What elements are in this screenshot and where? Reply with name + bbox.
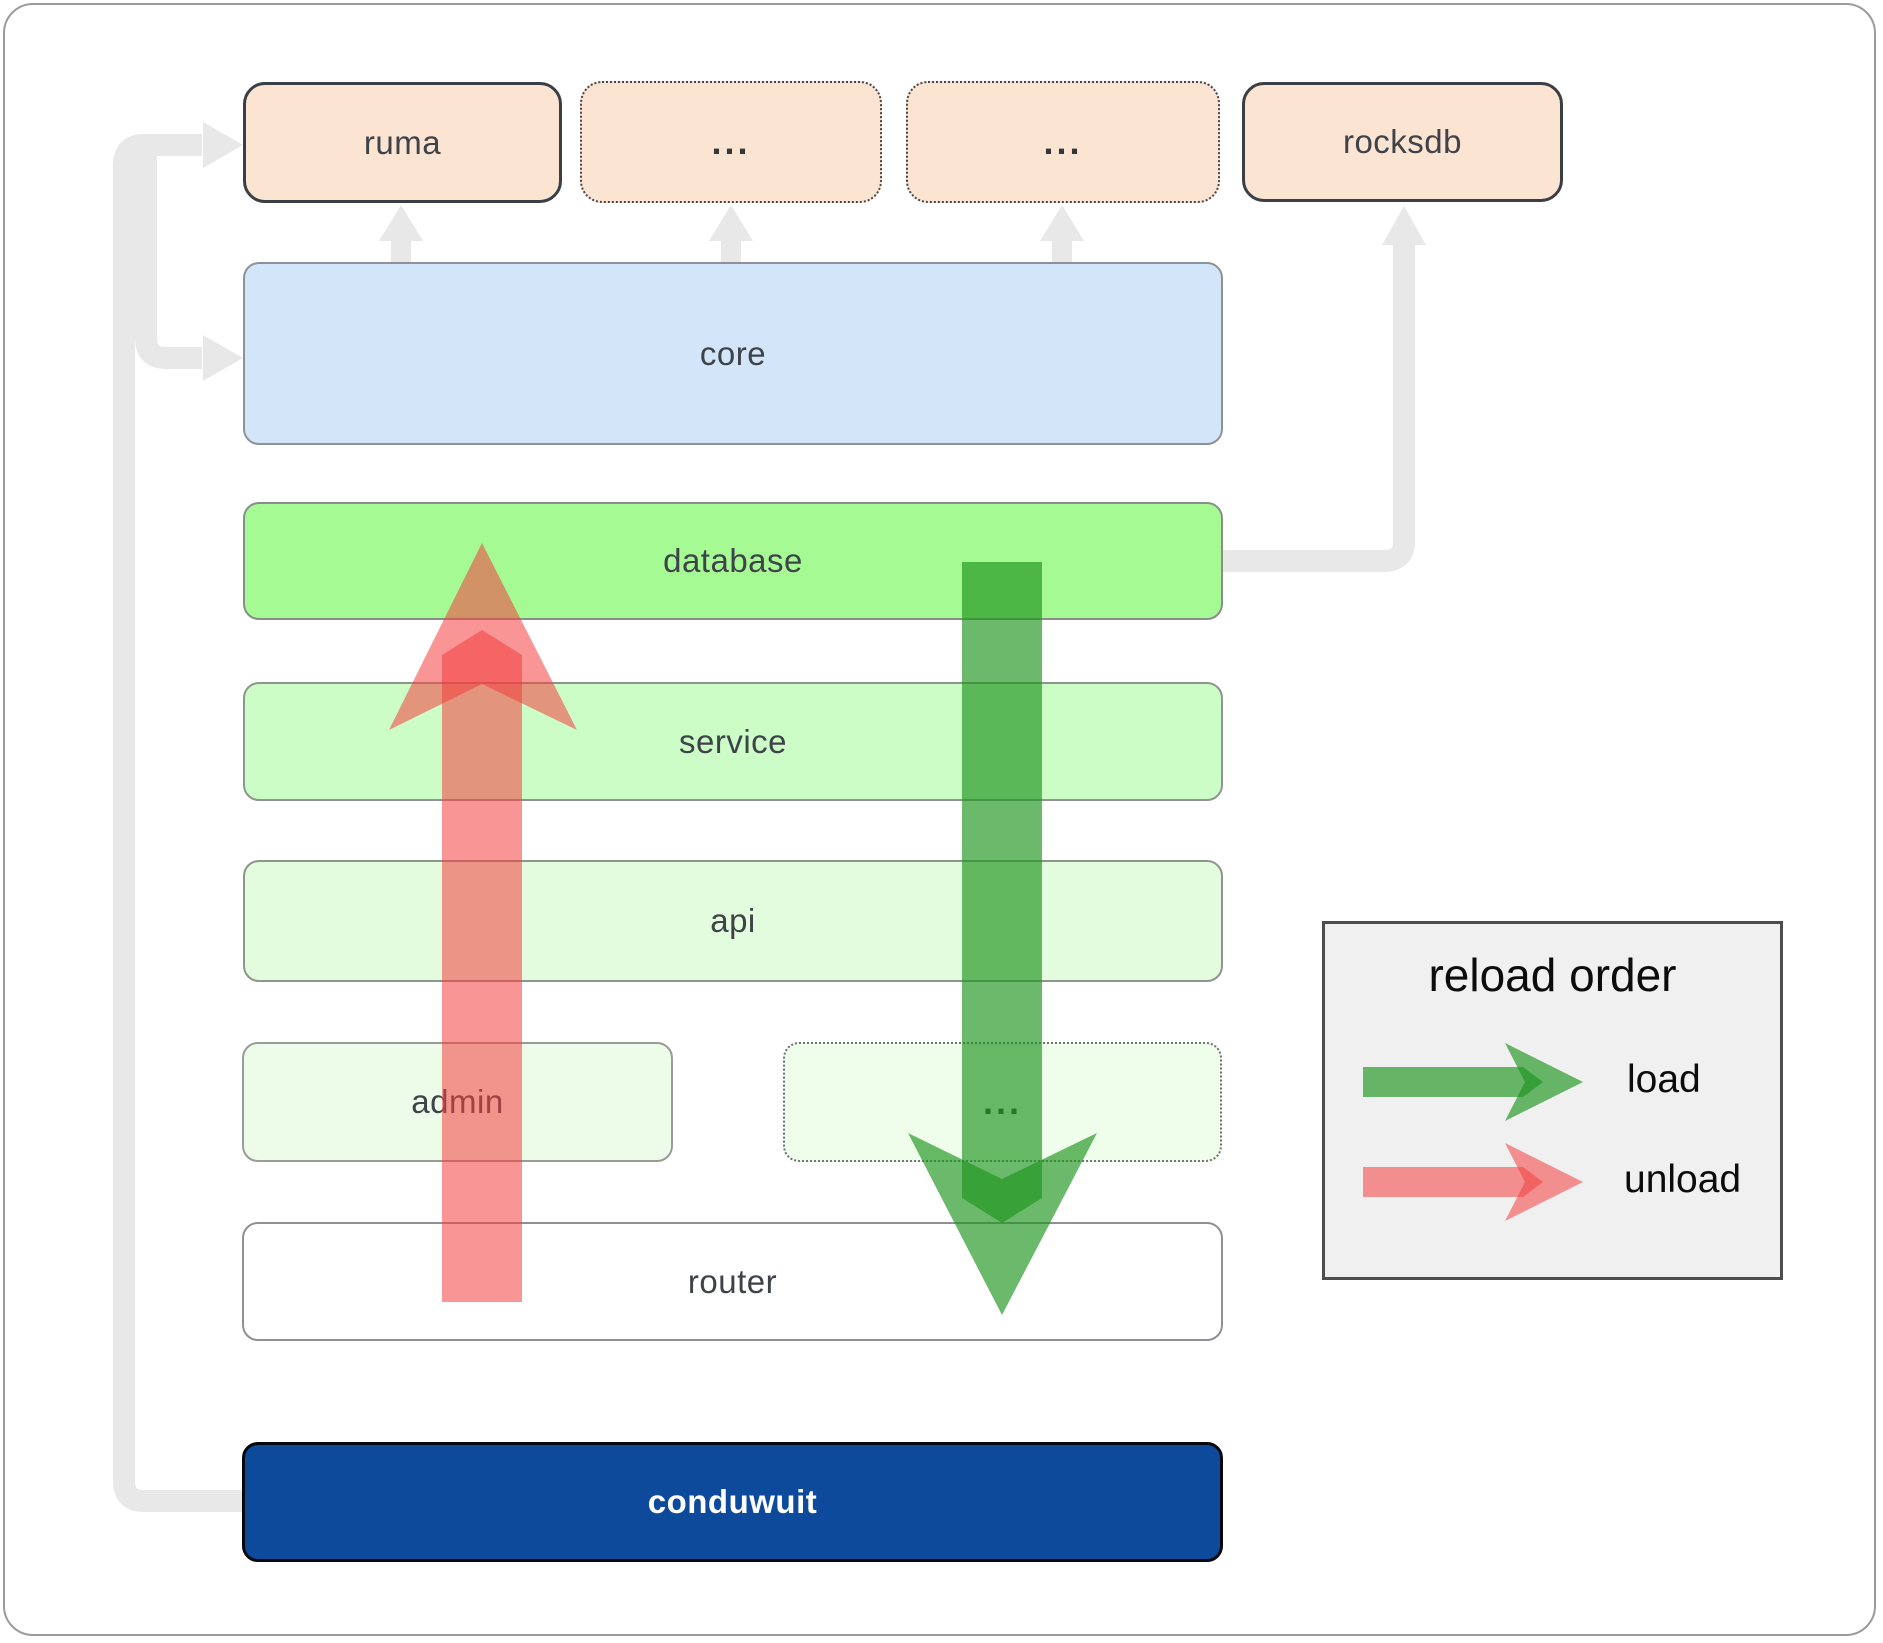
box-core: core [243,262,1223,445]
box-api: api [243,860,1223,982]
box-dependency-1: ... [580,81,882,203]
box-service: service [243,682,1223,801]
box-rocksdb: rocksdb [1242,82,1563,202]
box-admin-more-label: ... [982,1081,1022,1122]
box-ruma-label: ruma [363,123,442,161]
diagram-frame [3,3,1876,1636]
legend-unload-label: unload [1624,1158,1742,1201]
box-dependency-1-label: ... [711,121,751,162]
legend-title: reload order [1428,949,1677,1001]
box-router-label: router [687,1262,778,1300]
box-database-label: database [663,542,803,579]
box-admin-more: ... [783,1042,1222,1162]
box-router: router [242,1222,1223,1341]
box-dependency-2: ... [906,81,1220,203]
box-core-label: core [699,334,767,372]
box-ruma: ruma [243,82,562,203]
box-admin-label: admin [411,1083,504,1120]
box-database: database [243,502,1223,620]
legend-load-label: load [1627,1058,1701,1101]
box-dependency-2-label: ... [1043,121,1083,162]
box-service-label: service [678,722,788,760]
box-api-label: api [710,902,756,939]
box-conduwuit-label: conduwuit [647,1483,818,1520]
box-admin: admin [242,1042,673,1162]
box-conduwuit: conduwuit [242,1442,1223,1562]
box-rocksdb-label: rocksdb [1342,123,1463,160]
